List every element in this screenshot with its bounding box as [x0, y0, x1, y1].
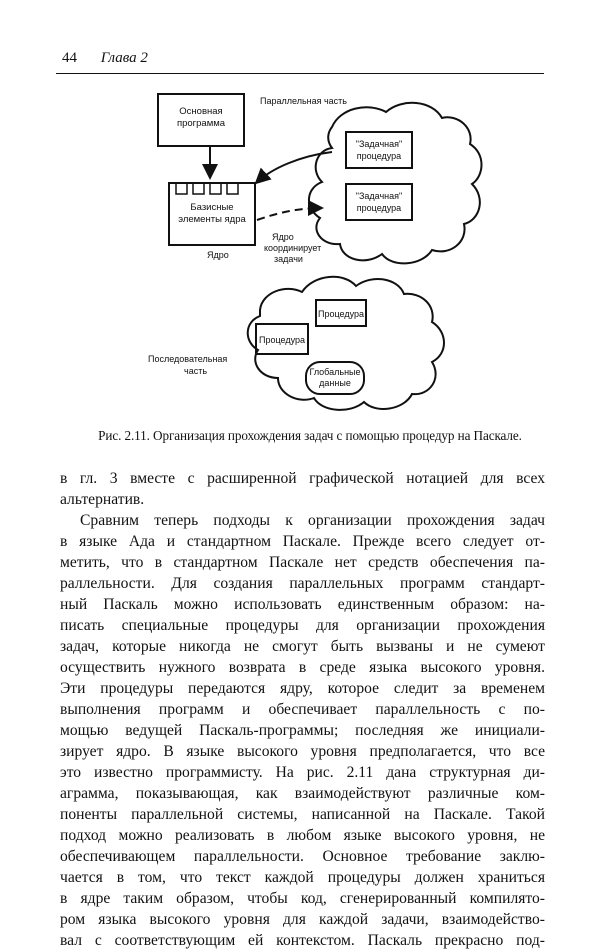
parallel-part-label: Параллельная часть	[260, 96, 347, 106]
task-procedure-1-box	[345, 131, 413, 169]
dashed-arrow-kernel-to-cloud	[256, 200, 324, 221]
sequential-cloud	[246, 275, 445, 411]
global-data-box	[305, 361, 365, 395]
global-data-label-1: Глобальные	[309, 367, 360, 377]
procedure-1-box	[255, 323, 309, 355]
text-line: альтернатив.	[60, 491, 145, 508]
text-line: мощью ведущей Паскаль-программы; последн…	[60, 722, 545, 739]
text-line: зирует ядро. В языке высокого уровня пре…	[60, 743, 545, 760]
text-line: задач, которые никогда не смогут быть вы…	[60, 638, 545, 655]
task-procedure-2-box	[345, 183, 413, 221]
text-line: осуществить нужного возврата в среде язы…	[60, 659, 545, 676]
text-line: Эти процедуры передаются ядру, которое с…	[60, 680, 545, 697]
running-header: 44 Глава 2	[62, 50, 148, 67]
procedure-2-label: Процедура	[318, 309, 364, 319]
body-text: в гл. 3 вместе с расширенной графической…	[60, 468, 545, 951]
task-procedure-2-label-2: процедура	[357, 203, 401, 213]
arrow-cloud-to-kernel	[254, 151, 333, 185]
text-line: вал с соответствующим ей контекстом. Пас…	[60, 932, 545, 949]
text-line: в языке Ада и стандартном Паскале. Прежд…	[60, 533, 545, 550]
text-line: раллельности. Для создания параллельных …	[60, 575, 545, 592]
text-line: писать специальные процедуры для организ…	[60, 617, 545, 634]
parallel-cloud	[308, 101, 483, 265]
main-program-label-2: программа	[177, 118, 226, 129]
paragraph-2: Сравним теперь подходы к организации про…	[60, 510, 545, 951]
chapter-title: Глава 2	[100, 50, 148, 66]
text-line: выполнения программ и обеспечивает парал…	[60, 701, 545, 718]
text-line: это известно программисту. На рис. 2.11 …	[60, 764, 545, 781]
structure-diagram: Основная программа Параллельная часть Ба…	[148, 93, 483, 411]
coordinates-label-1: Ядро	[272, 232, 294, 242]
paragraph-1: в гл. 3 вместе с расширенной графической…	[60, 468, 545, 510]
sequential-part-label-2: часть	[184, 366, 207, 376]
text-line: поненты параллельной системы, написанной…	[60, 806, 545, 823]
coordinates-label-3: задачи	[274, 254, 303, 264]
kernel-slot	[226, 182, 239, 195]
sequential-part-label-1: Последовательная	[148, 354, 227, 364]
coordinates-label-2: координирует	[264, 243, 321, 253]
header-rule	[56, 73, 544, 74]
figure-caption: Рис. 2.11. Организация прохождения задач…	[98, 428, 522, 443]
procedure-2-box	[315, 299, 367, 327]
kernel-slot	[175, 182, 188, 195]
kernel-label: Ядро	[207, 250, 229, 260]
text-line: Сравним теперь подходы к организации про…	[80, 512, 545, 529]
text-line: в гл. 3 вместе с расширенной графической…	[60, 470, 545, 487]
kernel-slot	[209, 182, 222, 195]
global-data-label-2: данные	[319, 378, 351, 388]
text-line: метить, что в стандартном Паскале нет ср…	[60, 554, 545, 571]
text-line: ром языка высокого уровня для каждой зад…	[60, 911, 545, 928]
text-line: чается в том, что текст каждой процедуры…	[60, 869, 545, 886]
main-program-label-1: Основная	[179, 106, 222, 117]
kernel-box-label-1: Базисные	[190, 202, 233, 213]
page-number: 44	[62, 50, 77, 66]
procedure-1-label: Процедура	[259, 335, 305, 345]
task-procedure-1-label-1: "Задачная"	[356, 139, 402, 149]
main-program-box	[157, 93, 245, 147]
text-line: подход можно реализовать в любом языке в…	[60, 827, 545, 844]
text-line: аграмма, показывающая, как взаимодейству…	[60, 785, 545, 802]
task-procedure-1-label-2: процедура	[357, 151, 401, 161]
kernel-box-label-2: элементы ядра	[178, 214, 246, 225]
text-line: ный Паскаль можно использовать единствен…	[60, 596, 545, 613]
figure-2-11: Основная программа Параллельная часть Ба…	[60, 80, 560, 425]
task-procedure-2-label-1: "Задачная"	[356, 191, 402, 201]
kernel-slot	[192, 182, 205, 195]
text-line: обеспечивающем параллельности. Основное …	[60, 848, 545, 865]
